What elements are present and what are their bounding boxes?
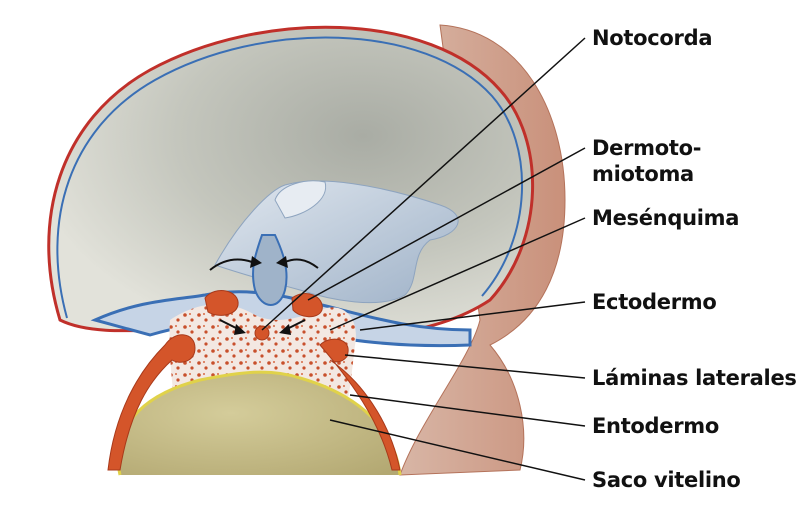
label-dermotomiotoma-line2: miotoma	[592, 162, 694, 186]
amniotic-dome	[49, 27, 533, 338]
label-laminas-laterales: Láminas laterales	[592, 366, 797, 390]
notochord	[255, 326, 269, 340]
label-ectodermo: Ectodermo	[592, 290, 717, 314]
somite-left	[205, 291, 238, 316]
label-entodermo: Entodermo	[592, 414, 719, 438]
label-notocorda: Notocorda	[592, 26, 712, 50]
label-dermotomiotoma-line1: Dermoto-	[592, 136, 701, 160]
label-saco-vitelino: Saco vitelino	[592, 468, 741, 492]
label-mesenquima: Mesénquima	[592, 206, 739, 230]
